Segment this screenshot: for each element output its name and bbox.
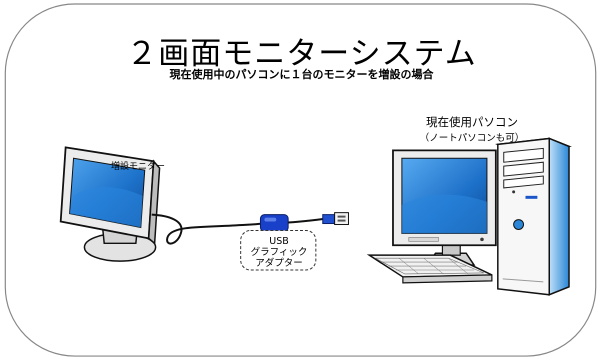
adapter-label-bubble (240, 229, 317, 271)
adapter-label-line-2: グラフィック (250, 247, 308, 258)
keyboard-icon (366, 254, 493, 284)
desktop-pc-icon (392, 137, 572, 296)
pc-note: （ノートパソコンも可） (419, 133, 525, 144)
pc-label: 現在使用パソコン (426, 115, 518, 129)
monitor-cable (151, 213, 263, 245)
usb-plug-icon (322, 212, 349, 226)
adapter-label: USB グラフィック アダプター (242, 236, 316, 269)
added-monitor-label: 増設モニター (111, 162, 166, 172)
diagram-title: ２画面モニターシステム (126, 36, 477, 72)
usb-adapter-icon (259, 214, 289, 232)
adapter-label-line-3: アダプター (255, 258, 303, 269)
added-monitor-icon (59, 146, 161, 262)
adapter-label-line-1: USB (269, 236, 289, 247)
diagram-subtitle: 現在使用中のパソコンに１台のモニターを増設の場合 (169, 68, 434, 81)
